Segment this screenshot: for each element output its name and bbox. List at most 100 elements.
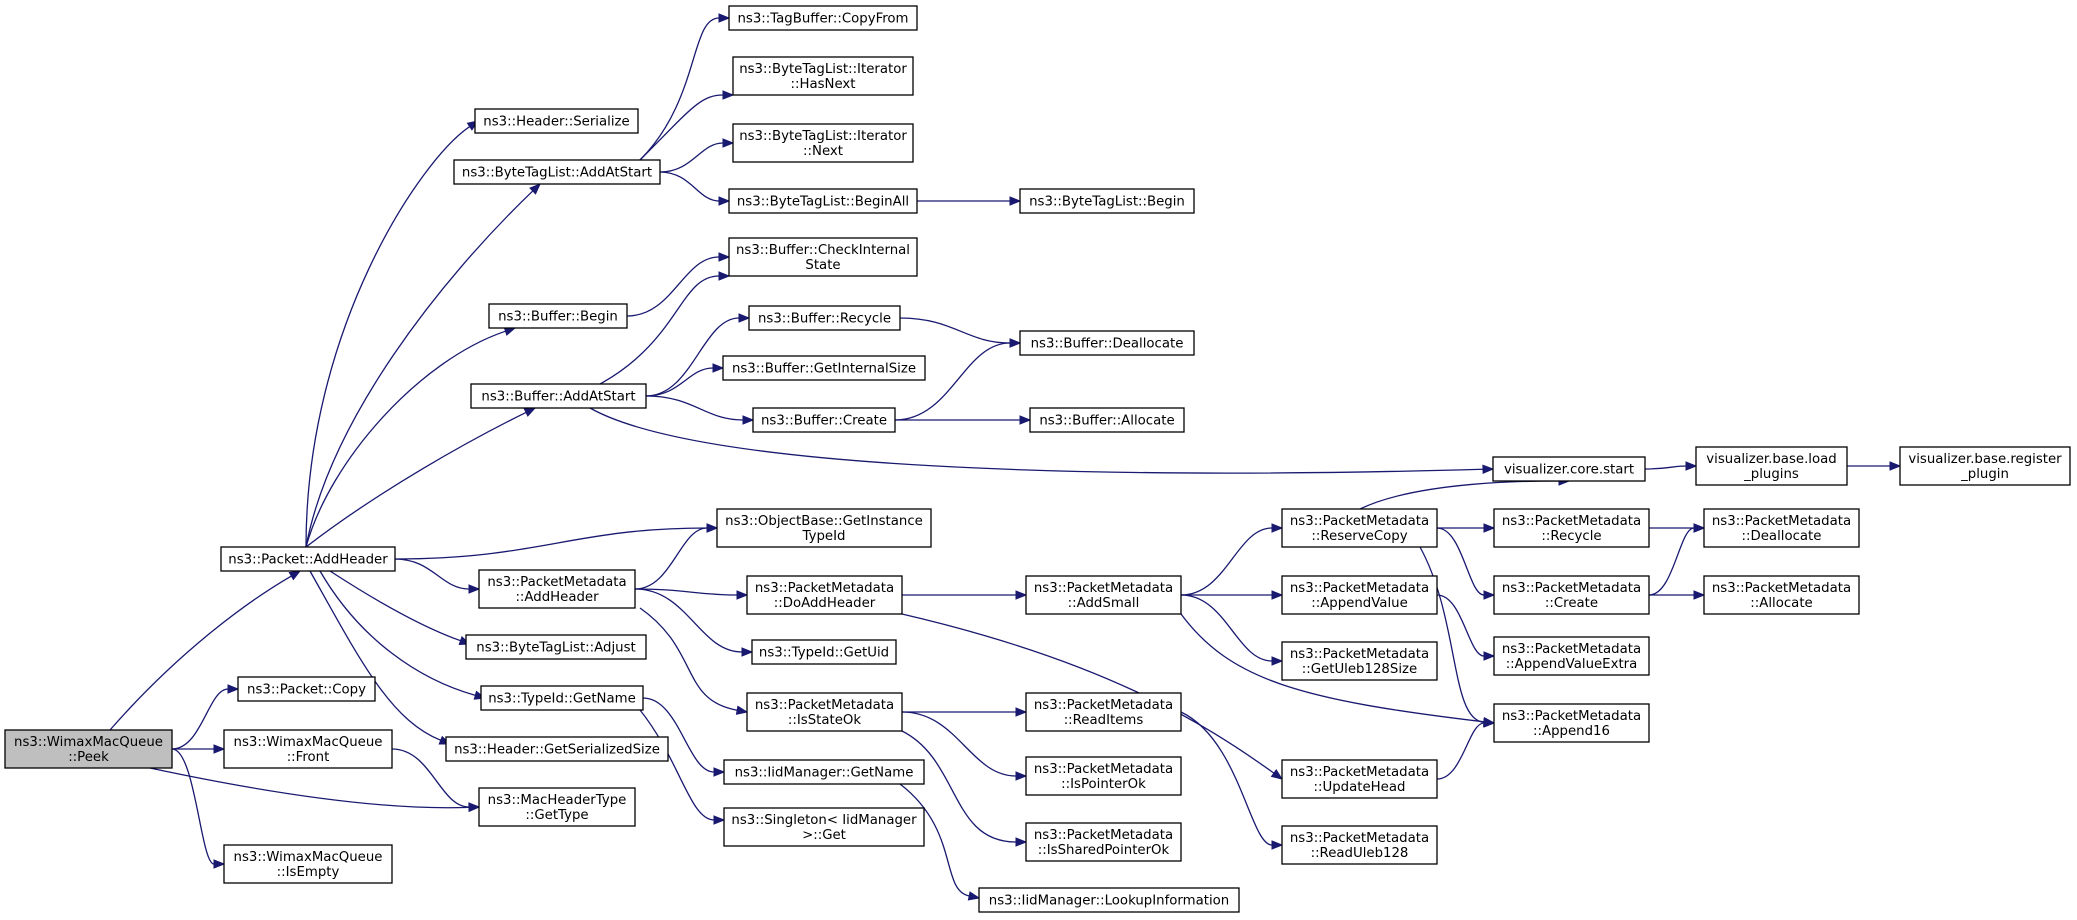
node-label: ns3::ByteTagList::AddAtStart	[462, 166, 652, 181]
graph-node-ns3-buffer-begin[interactable]: ns3::Buffer::Begin	[488, 303, 628, 329]
graph-node-ns3-packetmetadata-readitems[interactable]: ns3::PacketMetadata::ReadItems	[1025, 692, 1182, 732]
call-edge	[639, 607, 749, 715]
graph-node-ns3-buffer-recycle[interactable]: ns3::Buffer::Recycle	[748, 305, 901, 331]
graph-node-ns3-iidmanager-lookupinformation[interactable]: ns3::IidManager::LookupInformation	[978, 887, 1240, 913]
arrowhead-icon	[1693, 523, 1706, 533]
node-label: ns3::ObjectBase::GetInstance	[725, 514, 923, 529]
node-label: ns3::PacketMetadata	[1034, 828, 1173, 843]
node-box	[474, 108, 639, 134]
node-box	[1029, 407, 1185, 433]
graph-node-ns3-packetmetadata-issharedpointerok[interactable]: ns3::PacketMetadata::IsSharedPointerOk	[1025, 822, 1182, 862]
graph-node-ns3-macheadertype-gettype[interactable]: ns3::MacHeaderType::GetType	[478, 787, 636, 827]
graph-node-ns3-packetmetadata-append16[interactable]: ns3::PacketMetadata::Append16	[1493, 703, 1650, 743]
graph-node-ns3-packetmetadata-deallocate[interactable]: ns3::PacketMetadata::Deallocate	[1703, 508, 1860, 548]
graph-node-visualizer-core-start[interactable]: visualizer.core.start	[1492, 456, 1646, 482]
graph-node-ns3-packetmetadata-create[interactable]: ns3::PacketMetadata::Create	[1493, 575, 1650, 615]
graph-node-ns3-packetmetadata-getuleb128size[interactable]: ns3::PacketMetadata::GetUleb128Size	[1281, 641, 1438, 681]
graph-node-ns3-packet-copy[interactable]: ns3::Packet::Copy	[237, 676, 376, 702]
call-edge	[901, 613, 1284, 780]
node-label: ns3::ByteTagList::Iterator	[739, 62, 907, 77]
node-box	[723, 759, 925, 785]
node-label: ns3::MacHeaderType	[488, 793, 627, 808]
graph-node-ns3-header-getserializedsize[interactable]: ns3::Header::GetSerializedSize	[445, 736, 669, 762]
graph-node-ns3-typeid-getname[interactable]: ns3::TypeId::GetName	[480, 685, 644, 711]
arrowhead-icon	[213, 744, 226, 754]
graph-node-ns3-typeid-getuid[interactable]: ns3::TypeId::GetUid	[751, 639, 897, 665]
node-box	[728, 188, 918, 214]
arrowhead-icon	[1483, 717, 1496, 728]
arrowhead-icon	[1015, 707, 1028, 717]
graph-node-ns3-packetmetadata-allocate[interactable]: ns3::PacketMetadata::Allocate	[1703, 575, 1860, 615]
graph-node-visualizer-base-register-plugin[interactable]: visualizer.base.register_plugin	[1899, 446, 2071, 486]
graph-node-ns3-packetmetadata-appendvalueextra[interactable]: ns3::PacketMetadata::AppendValueExtra	[1493, 636, 1650, 676]
graph-node-ns3-packetmetadata-addsmall[interactable]: ns3::PacketMetadata::AddSmall	[1025, 575, 1182, 615]
call-edge	[1180, 711, 1284, 850]
graph-node-ns3-iidmanager-getname[interactable]: ns3::IidManager::GetName	[723, 759, 925, 785]
edge-line	[645, 367, 714, 397]
graph-node-ns3-packetmetadata-addheader[interactable]: ns3::PacketMetadata::AddHeader	[478, 569, 636, 609]
graph-node-ns3-bytetaglist-iterator-hasnext[interactable]: ns3::ByteTagList::Iterator::HasNext	[732, 56, 914, 96]
node-label: ::Recycle	[1541, 529, 1601, 544]
arrowhead-icon	[706, 523, 719, 533]
graph-node-ns3-buffer-getinternalsize[interactable]: ns3::Buffer::GetInternalSize	[722, 355, 926, 381]
node-label: ns3::Buffer::AddAtStart	[481, 390, 635, 405]
graph-node-ns3-bytetaglist-addatstart[interactable]: ns3::ByteTagList::AddAtStart	[453, 159, 661, 185]
node-box	[722, 355, 926, 381]
node-box	[478, 787, 636, 827]
call-edge	[394, 558, 481, 594]
edge-line	[639, 17, 720, 161]
graph-node-ns3-header-serialize[interactable]: ns3::Header::Serialize	[474, 108, 639, 134]
arrowhead-icon	[738, 313, 751, 323]
node-label: ns3::PacketMetadata	[1290, 514, 1429, 529]
graph-node-ns3-singleton-iidmanager-get[interactable]: ns3::Singleton< IidManager>::Get	[723, 807, 925, 847]
node-label: ::AppendValueExtra	[1506, 657, 1638, 672]
arrowhead-icon	[468, 802, 481, 812]
node-box	[1899, 446, 2071, 486]
graph-node-ns3-packetmetadata-appendvalue[interactable]: ns3::PacketMetadata::AppendValue	[1281, 575, 1438, 615]
node-label: ::Create	[1545, 596, 1598, 611]
arrowhead-icon	[1015, 590, 1028, 600]
graph-node-ns3-tagbuffer-copyfrom[interactable]: ns3::TagBuffer::CopyFrom	[728, 5, 918, 31]
graph-node-ns3-packetmetadata-ispointerok[interactable]: ns3::PacketMetadata::IsPointerOk	[1025, 756, 1182, 796]
graph-node-ns3-wimaxmacqueue-isempty[interactable]: ns3::WimaxMacQueue::IsEmpty	[223, 844, 393, 884]
edge-line	[901, 730, 1017, 843]
node-label: ::Deallocate	[1742, 529, 1822, 544]
graph-node-visualizer-base-load-plugins[interactable]: visualizer.base.load_plugins	[1695, 446, 1848, 486]
arrowhead-icon	[713, 767, 726, 777]
graph-node-ns3-buffer-create[interactable]: ns3::Buffer::Create	[752, 407, 896, 433]
graph-node-ns3-wimaxmacqueue-front[interactable]: ns3::WimaxMacQueue::Front	[223, 729, 393, 769]
graph-node-ns3-packetmetadata-updatehead[interactable]: ns3::PacketMetadata::UpdateHead	[1281, 759, 1438, 799]
node-label: ns3::PacketMetadata	[1034, 581, 1173, 596]
graph-node-ns3-buffer-deallocate[interactable]: ns3::Buffer::Deallocate	[1019, 330, 1195, 356]
edge-line	[149, 767, 470, 809]
graph-node-ns3-wimaxmacqueue-peek[interactable]: ns3::WimaxMacQueue::Peek	[4, 729, 173, 769]
graph-node-ns3-bytetaglist-begin[interactable]: ns3::ByteTagList::Begin	[1019, 188, 1195, 214]
call-edge	[899, 317, 1022, 348]
graph-node-ns3-packetmetadata-recycle[interactable]: ns3::PacketMetadata::Recycle	[1493, 508, 1650, 548]
graph-node-ns3-buffer-addatstart[interactable]: ns3::Buffer::AddAtStart	[470, 383, 647, 409]
arrowhead-icon	[741, 647, 754, 657]
graph-node-ns3-packetmetadata-doaddheader[interactable]: ns3::PacketMetadata::DoAddHeader	[746, 575, 903, 615]
graph-node-ns3-packet-addheader[interactable]: ns3::Packet::AddHeader	[220, 546, 396, 572]
graph-node-ns3-bytetaglist-adjust[interactable]: ns3::ByteTagList::Adjust	[465, 634, 647, 660]
graph-node-ns3-packetmetadata-reservecopy[interactable]: ns3::PacketMetadata::ReserveCopy	[1281, 508, 1438, 548]
graph-node-ns3-bytetaglist-beginall[interactable]: ns3::ByteTagList::BeginAll	[728, 188, 918, 214]
graph-node-ns3-bytetaglist-iterator-next[interactable]: ns3::ByteTagList::Iterator::Next	[732, 123, 914, 163]
arrowhead-icon	[1271, 590, 1284, 600]
node-label: ns3::ByteTagList::Iterator	[739, 129, 907, 144]
call-edge	[639, 13, 731, 161]
node-label: ::UpdateHead	[1314, 780, 1406, 795]
graph-node-ns3-buffer-allocate[interactable]: ns3::Buffer::Allocate	[1029, 407, 1185, 433]
graph-node-ns3-packetmetadata-readuleb128[interactable]: ns3::PacketMetadata::ReadUleb128	[1281, 825, 1438, 865]
graph-node-ns3-packetmetadata-isstateok[interactable]: ns3::PacketMetadata::IsStateOk	[746, 692, 903, 732]
call-edge	[1436, 527, 1496, 600]
call-edge	[1419, 546, 1496, 728]
arrowhead-icon	[1483, 651, 1496, 661]
node-label: visualizer.base.register	[1908, 452, 2062, 467]
arrowhead-icon	[1009, 338, 1022, 348]
node-box	[237, 676, 376, 702]
call-edge	[1436, 718, 1496, 780]
node-label: ns3::Singleton< IidManager	[731, 813, 917, 828]
